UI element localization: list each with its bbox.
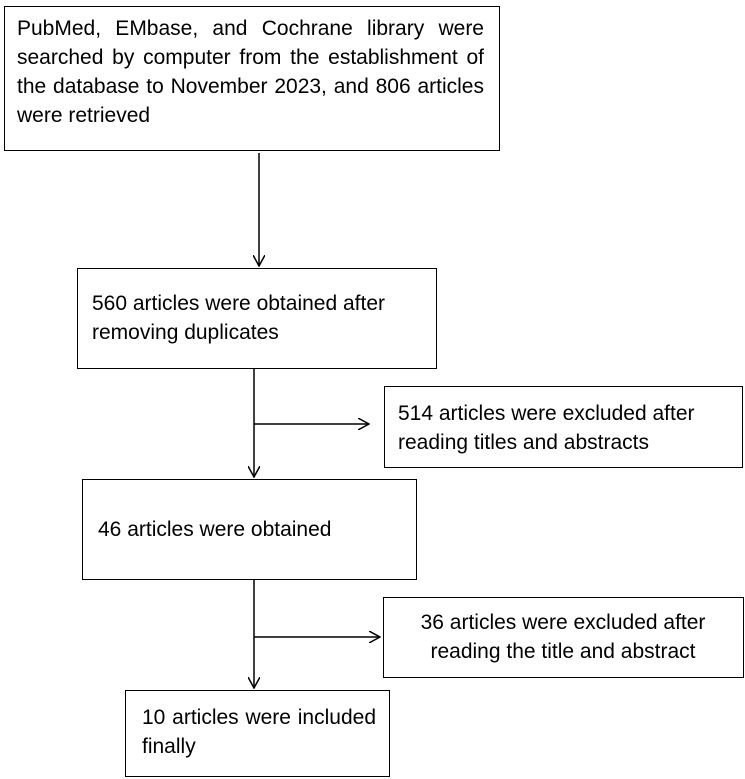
search-text: PubMed, EMbase, and Cochrane library wer…: [17, 17, 484, 127]
obtained-box: 46 articles were obtained: [82, 479, 417, 580]
dedup-text: 560 articles were obtained after removin…: [92, 292, 386, 344]
excluded-2-text: 36 articles were excluded after reading …: [420, 611, 706, 663]
dedup-box: 560 articles were obtained after removin…: [77, 268, 437, 369]
excluded-1-text: 514 articles were excluded after reading…: [398, 402, 695, 454]
included-text: 10 articles were included finally: [142, 706, 376, 758]
search-box: PubMed, EMbase, and Cochrane library wer…: [4, 6, 500, 151]
excluded-2-box: 36 articles were excluded after reading …: [383, 597, 744, 678]
obtained-text: 46 articles were obtained: [98, 518, 332, 541]
included-box: 10 articles were included finally: [125, 690, 390, 777]
excluded-1-box: 514 articles were excluded after reading…: [384, 386, 743, 468]
